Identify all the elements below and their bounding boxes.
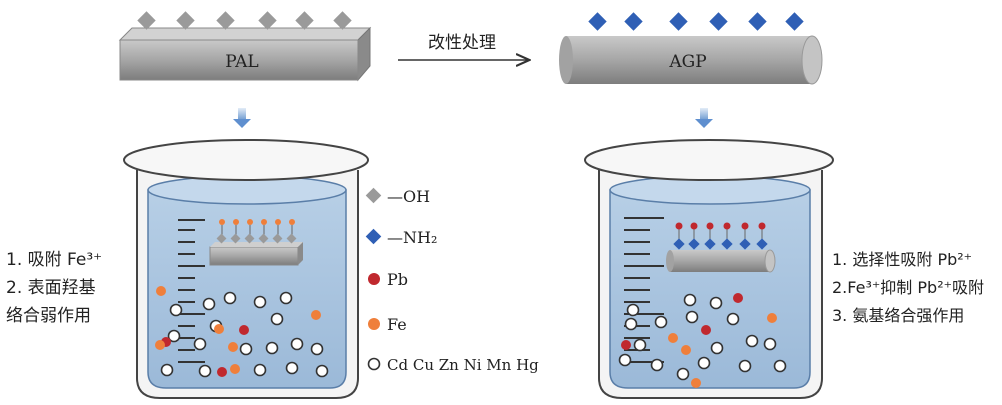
oh-legend-label: —OH — [387, 187, 430, 206]
process-arrow: 改性处理 — [398, 33, 528, 60]
nh2-legend-marker — [365, 228, 382, 245]
oh-group-markers — [137, 11, 352, 30]
pb-legend-label: Pb — [387, 270, 408, 289]
small-agp-particle — [666, 222, 776, 273]
right-ions — [618, 293, 787, 388]
left-mechanism-line: 1. 吸附 Fe³⁺ — [6, 250, 102, 270]
down-arrow-left — [233, 108, 251, 128]
other-ions-legend-label: Cd Cu Zn Ni Mn Hg — [387, 356, 539, 374]
graduation-marks — [178, 219, 205, 363]
process-label: 改性处理 — [428, 33, 496, 53]
nh2-legend-label: —NH₂ — [387, 228, 437, 247]
small-pal-particle — [209, 219, 303, 266]
agp-material: AGP — [559, 12, 823, 85]
right-mechanism-line: 1. 选择性吸附 Pb²⁺ — [832, 250, 972, 269]
down-arrow-right — [695, 108, 713, 128]
right-beaker — [584, 139, 834, 399]
fe-legend-label: Fe — [387, 315, 407, 334]
oh-legend-marker — [365, 187, 382, 204]
legend: —OH —NH₂ Pb Fe Cd Cu Zn Ni Mn Hg — [365, 187, 539, 374]
pal-material: PAL — [118, 11, 372, 82]
left-mechanism-line: 络合弱作用 — [6, 306, 91, 326]
right-mechanism-line: 2.Fe³⁺抑制 Pb²⁺吸附 — [832, 278, 984, 297]
pb-legend-marker — [368, 273, 380, 285]
other-ions-legend-marker — [367, 357, 381, 371]
right-mechanism-text: 1. 选择性吸附 Pb²⁺ 2.Fe³⁺抑制 Pb²⁺吸附 3. 氨基络合强作用 — [832, 250, 984, 325]
agp-label: AGP — [668, 52, 706, 72]
left-mechanism-line: 2. 表面羟基 — [6, 278, 96, 298]
nh2-group-markers — [588, 12, 804, 31]
fe-legend-marker — [368, 318, 380, 330]
left-mechanism-text: 1. 吸附 Fe³⁺ 2. 表面羟基 络合弱作用 — [6, 250, 102, 326]
left-beaker — [123, 139, 369, 399]
pal-label: PAL — [225, 52, 258, 72]
left-ions — [155, 286, 329, 378]
right-mechanism-line: 3. 氨基络合强作用 — [832, 306, 964, 325]
